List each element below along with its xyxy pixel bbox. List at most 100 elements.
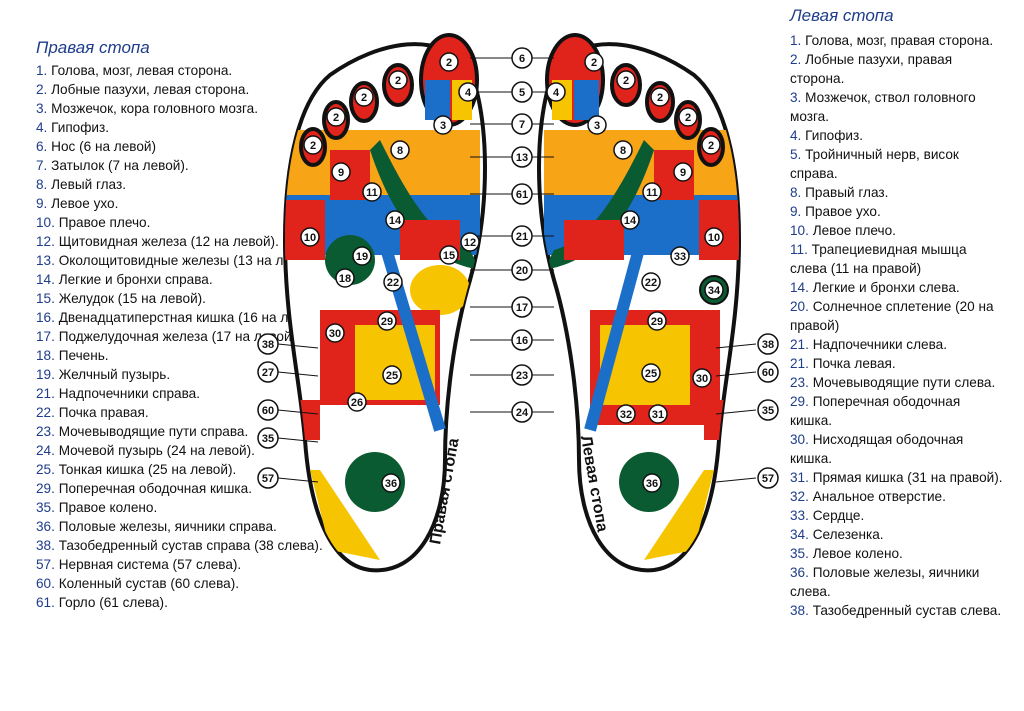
svg-text:11: 11	[366, 187, 378, 199]
right-foot-legend-item: 13. Околощитовидные железы (13 на левой)…	[36, 251, 396, 270]
svg-text:7: 7	[519, 119, 525, 131]
legend-number: 10.	[790, 223, 813, 238]
legend-text: Тазобедренный сустав справа (38 слева).	[58, 538, 323, 553]
right-foot-legend-item: 7. Затылок (7 на левой).	[36, 156, 396, 175]
right-foot-zone-label: 10	[300, 227, 320, 247]
side-marker-left: 27	[257, 361, 279, 383]
legend-text: Коленный сустав (60 слева).	[58, 576, 240, 591]
legend-number: 3.	[790, 90, 806, 105]
left-foot-zone-label: 36	[642, 473, 662, 493]
svg-text:21: 21	[516, 231, 528, 243]
center-marker: 13	[511, 146, 533, 168]
right-foot-legend-item: 3. Мозжечок, кора головного мозга.	[36, 99, 396, 118]
left-foot-legend-item: 23. Мочевыводящие пути слева.	[790, 373, 1005, 392]
legend-number: 24.	[36, 443, 59, 458]
legend-text: Мозжечок, кора головного мозга.	[51, 101, 258, 116]
svg-text:4: 4	[465, 87, 472, 99]
legend-number: 2.	[36, 82, 52, 97]
right-foot-zone-label: 14	[385, 210, 405, 230]
legend-number: 16.	[36, 310, 59, 325]
legend-text: Лобные пазухи, правая сторона.	[790, 52, 953, 86]
svg-text:2: 2	[708, 140, 714, 152]
svg-text:57: 57	[762, 473, 774, 485]
center-marker: 5	[511, 81, 533, 103]
legend-number: 61.	[36, 595, 59, 610]
right-foot-legend-item: 12. Щитовидная железа (12 на левой).	[36, 232, 396, 251]
right-foot-zone-label: 36	[381, 473, 401, 493]
legend-number: 23.	[36, 424, 59, 439]
legend-text: Трапециевидная мышца слева (11 на правой…	[790, 242, 967, 276]
right-foot-zone-label: 12	[460, 232, 480, 252]
legend-text: Левый глаз.	[51, 177, 126, 192]
legend-number: 8.	[790, 185, 806, 200]
right-foot-legend-item: 57. Нервная система (57 слева).	[36, 555, 396, 574]
right-foot-legend-item: 6. Нос (6 на левой)	[36, 137, 396, 156]
legend-text: Левое ухо.	[51, 196, 119, 211]
left-foot-legend-item: 3. Мозжечок, ствол головного мозга.	[790, 88, 1005, 126]
right-foot-zone-label: 18	[335, 268, 355, 288]
legend-number: 14.	[790, 280, 813, 295]
legend-number: 2.	[790, 52, 806, 67]
legend-number: 5.	[790, 147, 806, 162]
right-foot-zone-label: 2	[354, 87, 374, 107]
right-foot-legend-item: 1. Голова, мозг, левая сторона.	[36, 61, 396, 80]
legend-text: Правый глаз.	[805, 185, 889, 200]
legend-number: 20.	[790, 299, 813, 314]
legend-text: Гипофиз.	[805, 128, 864, 143]
svg-text:36: 36	[385, 478, 397, 490]
left-foot-legend-item: 21. Надпочечники слева.	[790, 335, 1005, 354]
right-foot-zone-label: 9	[331, 162, 351, 182]
left-foot-legend-list: 1. Голова, мозг, правая сторона.2. Лобны…	[790, 31, 1005, 620]
legend-text: Щитовидная железа (12 на левой).	[58, 234, 279, 249]
svg-text:14: 14	[624, 215, 637, 227]
svg-text:9: 9	[680, 167, 686, 179]
leader-line	[277, 409, 319, 415]
right-foot-legend-item: 21. Надпочечники справа.	[36, 384, 396, 403]
svg-text:32: 32	[620, 409, 632, 421]
legend-text: Поджелудочная железа (17 на левой).	[58, 329, 300, 344]
legend-text: Поперечная ободочная кишка.	[58, 481, 253, 496]
legend-number: 57.	[36, 557, 59, 572]
right-foot-legend-item: 4. Гипофиз.	[36, 118, 396, 137]
svg-text:23: 23	[516, 370, 528, 382]
left-foot-legend-item: 21. Почка левая.	[790, 354, 1005, 373]
left-foot-zone-label: 4	[546, 82, 566, 102]
svg-text:18: 18	[339, 273, 351, 285]
legend-number: 19.	[36, 367, 59, 382]
legend-text: Надпочечники справа.	[58, 386, 200, 401]
legend-number: 23.	[790, 375, 813, 390]
svg-text:38: 38	[762, 339, 774, 351]
left-foot-legend-item: 14. Легкие и бронхи слева.	[790, 278, 1005, 297]
legend-number: 22.	[36, 405, 59, 420]
legend-number: 1.	[36, 63, 52, 78]
svg-text:36: 36	[646, 478, 658, 490]
legend-text: Нос (6 на левой)	[51, 139, 157, 154]
legend-number: 30.	[790, 432, 813, 447]
legend-text: Половые железы, яичники слева.	[790, 565, 980, 599]
right-foot-legend-item: 14. Легкие и бронхи справа.	[36, 270, 396, 289]
legend-number: 36.	[36, 519, 59, 534]
left-foot-zone-label: 9	[673, 162, 693, 182]
svg-text:10: 10	[708, 232, 720, 244]
svg-text:9: 9	[338, 167, 344, 179]
right-foot-zone-label: 8	[390, 140, 410, 160]
left-foot-zone-label: 2	[701, 135, 721, 155]
svg-text:2: 2	[446, 57, 452, 69]
legend-text: Тройничный нерв, висок справа.	[790, 147, 959, 181]
svg-text:2: 2	[310, 140, 316, 152]
center-marker: 23	[511, 364, 533, 386]
leader-line	[277, 477, 319, 483]
left-foot-zone-label: 33	[670, 246, 690, 266]
svg-text:17: 17	[516, 302, 528, 314]
left-foot-zone-label: 29	[647, 311, 667, 331]
legend-number: 35.	[36, 500, 59, 515]
svg-text:38: 38	[262, 339, 274, 351]
right-foot-zone-label: 22	[383, 272, 403, 292]
side-marker-left: 35	[257, 427, 279, 449]
left-foot-legend-item: 9. Правое ухо.	[790, 202, 1005, 221]
center-marker: 17	[511, 296, 533, 318]
left-foot-legend-item: 35. Левое колено.	[790, 544, 1005, 563]
side-marker-left: 57	[257, 467, 279, 489]
legend-text: Околощитовидные железы (13 на левой).	[58, 253, 322, 268]
side-marker-right: 57	[757, 467, 779, 489]
